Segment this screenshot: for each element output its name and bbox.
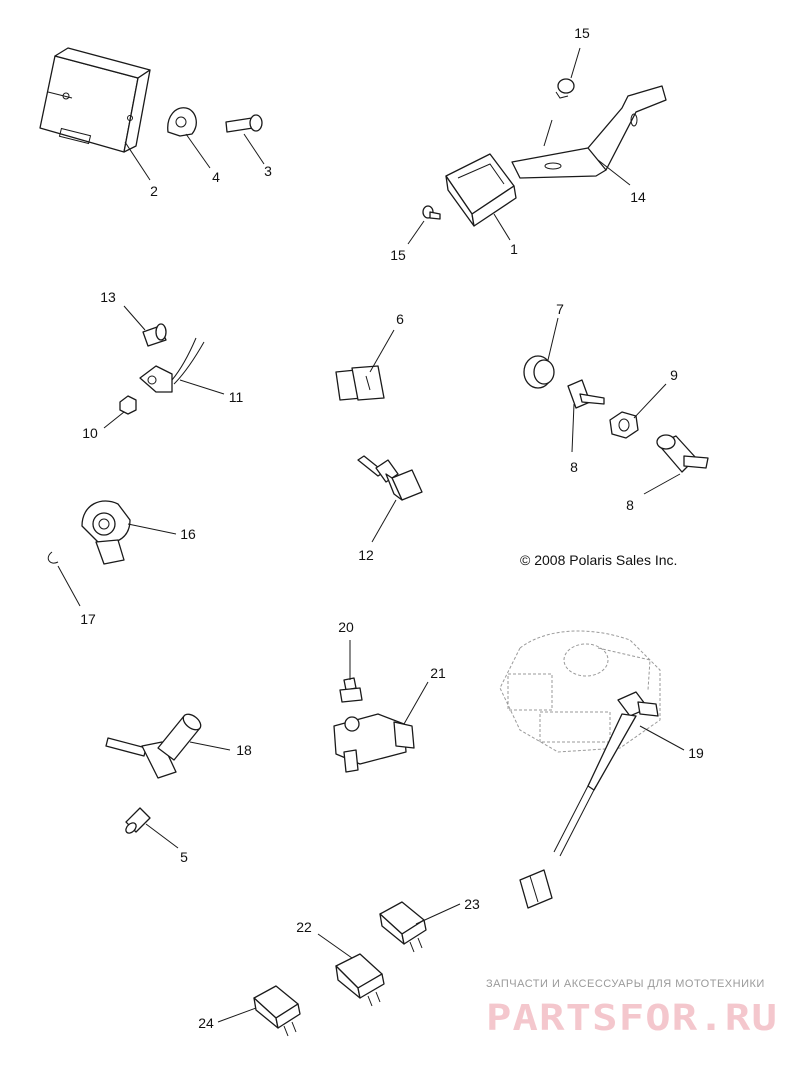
leader-3	[243, 133, 265, 165]
callout-8-lower: 8	[626, 497, 634, 513]
callout-11: 11	[229, 389, 244, 405]
callout-10: 10	[82, 425, 98, 441]
leader-19	[639, 725, 685, 751]
leader-12	[371, 499, 397, 543]
leader-18	[189, 741, 231, 751]
leader-2	[124, 141, 151, 181]
part-24-switch	[253, 985, 301, 1037]
part-15-plug-top	[555, 78, 575, 99]
part-14-bracket	[511, 85, 667, 179]
part-11-sensor	[139, 337, 205, 393]
callout-17: 17	[80, 611, 96, 627]
part-10-nut	[119, 395, 137, 415]
leader-7	[547, 317, 559, 361]
leader-8-lower	[643, 473, 681, 495]
copyright-notice: © 2008 Polaris Sales Inc.	[520, 552, 677, 568]
leader-11	[179, 379, 225, 395]
part-13-bolt	[142, 323, 167, 347]
part-23-switch	[379, 901, 427, 953]
callout-12: 12	[358, 547, 374, 563]
callout-2: 2	[150, 183, 158, 199]
leader-16	[127, 523, 177, 535]
callout-9: 9	[670, 367, 678, 383]
part-7-grommet	[523, 355, 555, 389]
leader-13	[123, 305, 146, 331]
callout-15-top: 15	[574, 25, 590, 41]
callout-21: 21	[430, 665, 446, 681]
watermark-brand: PARTSFOR.RU	[486, 998, 778, 1039]
leader-15-lower	[407, 220, 425, 245]
leader-22	[317, 933, 353, 959]
leader-21	[403, 681, 429, 725]
leader-14	[597, 159, 631, 186]
callout-4: 4	[212, 169, 220, 185]
callout-19: 19	[688, 745, 704, 761]
callout-18: 18	[236, 742, 252, 758]
callout-8-upper: 8	[570, 459, 578, 475]
callout-20: 20	[338, 619, 354, 635]
leader-8-upper	[571, 403, 575, 453]
callout-15-lower: 15	[390, 247, 406, 263]
part-4-clip	[167, 107, 197, 137]
callout-23: 23	[464, 896, 480, 912]
part-21-map-sensor	[333, 713, 415, 773]
part-15-screw-lower	[422, 205, 441, 220]
part-17-circlip	[47, 551, 59, 564]
part-9-nut	[609, 411, 639, 439]
part-5-pin	[125, 807, 151, 834]
callout-24: 24	[198, 1015, 214, 1031]
part-2-ecu-box	[39, 47, 151, 153]
part-8-clip	[567, 379, 605, 409]
callout-6: 6	[396, 311, 404, 327]
callout-22: 22	[296, 919, 312, 935]
leader-17	[57, 565, 81, 607]
part-1-module	[445, 153, 517, 227]
leader-15-top	[570, 47, 581, 79]
leader-24	[217, 1007, 257, 1023]
part-6-sensor	[335, 365, 385, 401]
callout-5: 5	[180, 849, 188, 865]
part-19-throttle-position-sensor	[499, 630, 661, 909]
leader-23	[415, 903, 461, 925]
leader-1	[493, 213, 511, 241]
callout-16: 16	[180, 526, 196, 542]
leader-4	[185, 133, 211, 169]
callout-13: 13	[100, 289, 116, 305]
leader-5	[145, 823, 179, 849]
leader-6	[369, 329, 395, 373]
part-18-speed-sensor	[105, 713, 202, 779]
callout-3: 3	[264, 163, 272, 179]
callout-14: 14	[630, 189, 646, 205]
callout-7: 7	[556, 301, 564, 317]
leader-10	[103, 411, 125, 429]
part-16-knock-sensor	[81, 500, 131, 565]
leader-9	[633, 383, 667, 419]
part-20-bolt	[339, 677, 363, 703]
part-3-screw	[225, 114, 263, 133]
part-8-sensor	[656, 434, 709, 473]
watermark-caption: ЗАПЧАСТИ И АКСЕССУАРЫ ДЛЯ МОТОТЕХНИКИ	[486, 978, 765, 990]
part-12-temp-sensor	[357, 455, 423, 501]
callout-1: 1	[510, 241, 518, 257]
part-22-switch	[335, 953, 385, 1007]
